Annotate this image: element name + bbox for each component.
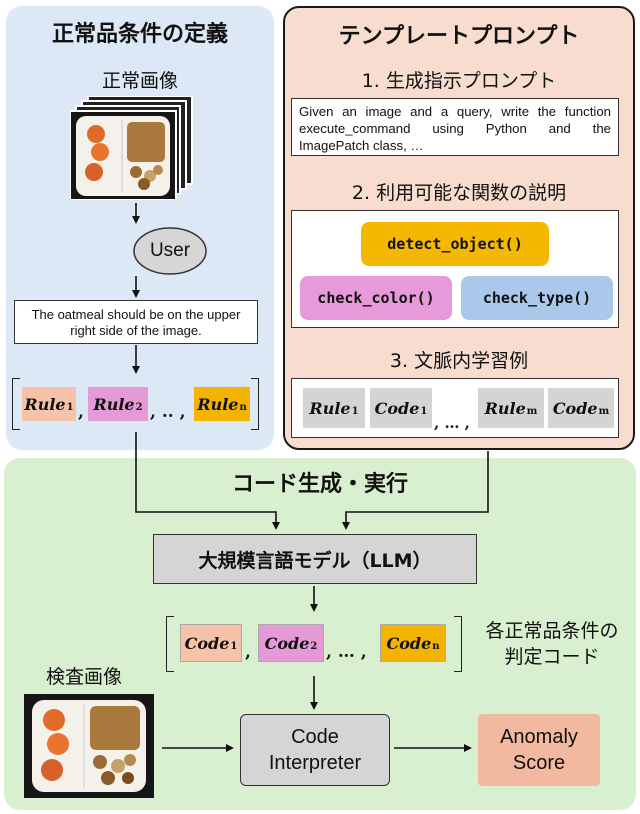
normal-images-label: 正常画像 [101,70,178,92]
code-interpreter-box: Code Interpreter [240,714,390,786]
section3-title: 3. 文脈内学習例 [389,350,529,372]
interpreter-line2: Interpreter [268,752,362,774]
function-check-color: check_color() [300,276,452,320]
examples-ellipsis: , … , [434,414,470,432]
normal-images-stack [69,95,200,201]
codes-ellipsis: , … , [326,642,367,662]
function-detect-object: detect_object() [361,222,549,266]
user-query-text: The oatmeal should be on the upper right… [31,307,241,338]
inspection-image [24,694,154,798]
score-line2: Score [512,752,566,774]
user-label: User [149,240,191,261]
left-panel-title: 正常品条件の定義 [51,22,228,47]
bottom-panel-title: コード生成・実行 [231,472,408,497]
rules-ellipsis: , .. , [150,402,186,422]
user-query-box: The oatmeal should be on the upper right… [14,300,258,344]
codes-comma: , [245,642,251,662]
function-check-type: check_type() [461,276,613,320]
user-node [132,226,208,276]
inspection-image-label: 検査画像 [45,666,122,688]
section2-title: 2. 利用可能な関数の説明 [351,182,567,204]
code-caption-line2: 判定コード [504,646,600,668]
codes-bracket-right [454,616,462,672]
anomaly-score-box: Anomaly Score [478,714,600,786]
code-caption: 各正常品条件の 判定コード [468,618,636,670]
generation-prompt-text: Given an image and a query, write the fu… [299,104,611,153]
normal-condition-panel [6,6,274,450]
llm-label: 大規模言語モデル（LLM） [198,549,432,572]
score-line1: Anomaly [500,726,578,748]
codes-bracket-left [166,616,174,672]
rules-comma: , [78,402,84,422]
llm-box: 大規模言語モデル（LLM） [153,534,477,584]
section1-title: 1. 生成指示プロンプト [361,70,557,92]
interpreter-line1: Code [291,726,339,748]
code-caption-line1: 各正常品条件の [485,620,619,642]
arrow-rules-to-llm [135,432,280,530]
rules-bracket-left [12,378,20,430]
right-panel-title: テンプレートプロンプト [338,24,580,49]
rules-bracket-right [251,378,259,430]
arrow-prompt-to-llm [342,451,489,530]
generation-prompt-box: Given an image and a query, write the fu… [291,98,619,156]
